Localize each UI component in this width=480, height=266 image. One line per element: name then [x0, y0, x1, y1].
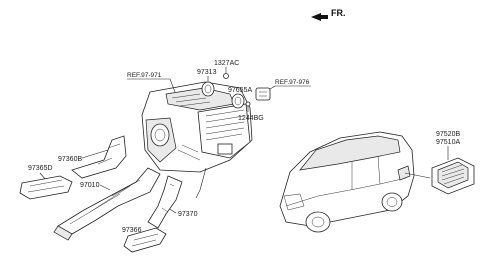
label-97520B: 97520B [436, 131, 460, 138]
label-97010: 97010 [80, 182, 100, 189]
front-direction-arrow-icon [311, 13, 328, 21]
vehicle-illustration [279, 131, 415, 233]
heater-unit-assembly [141, 81, 253, 199]
label-97313: 97313 [197, 69, 217, 76]
label-97366: 97366 [122, 227, 142, 234]
label-1244BG: 1244BG [238, 115, 264, 122]
duct-97366 [123, 227, 167, 253]
ref-right-label: REF.97-976 [275, 79, 310, 86]
part-97313 [201, 81, 215, 97]
ref-left-label: REF.97-971 [127, 72, 162, 79]
duct-97365D [19, 175, 73, 200]
duct-97010 [53, 167, 161, 241]
part-97655A [231, 93, 245, 109]
direction-label: FR. [331, 8, 346, 18]
label-97655A: 97655A [228, 87, 252, 94]
duct-97360B [71, 135, 127, 179]
label-97365D: 97365D [28, 165, 53, 172]
vent-grille-97520B [431, 157, 475, 195]
screw-1327AC-icon [223, 73, 229, 79]
duct-97370 [147, 175, 183, 229]
screw-1244BG-icon [245, 101, 251, 107]
label-1327AC: 1327AC [214, 60, 239, 67]
label-97510A: 97510A [436, 139, 460, 146]
label-97370: 97370 [178, 211, 198, 218]
actuator-part [255, 87, 271, 101]
label-97360B: 97360B [58, 156, 82, 163]
